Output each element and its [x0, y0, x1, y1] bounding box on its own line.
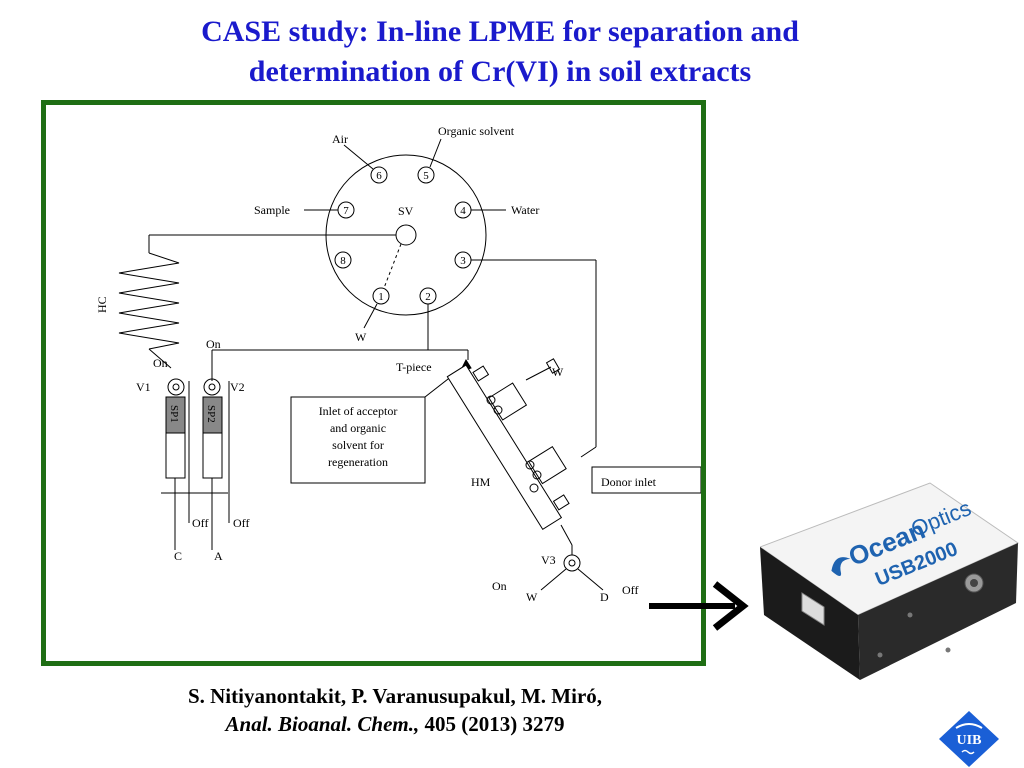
port-7-label: 7 [343, 205, 349, 217]
inlet-line-4: regeneration [328, 455, 388, 469]
citation-authors: S. Nitiyanontakit, P. Varanusupakul, M. … [187, 684, 603, 708]
air-label: Air [332, 132, 348, 146]
port-8 [334, 251, 352, 269]
organic-solvent-label: Organic solvent [438, 124, 515, 138]
on-label-v1: On [153, 356, 168, 370]
c-label: C [174, 549, 182, 563]
valve-v2 [203, 378, 221, 396]
donor-inlet-box [591, 466, 701, 494]
inlet-box [290, 396, 426, 484]
off-label-v3: Off [622, 583, 638, 597]
port-8-label: 8 [340, 255, 346, 267]
valve-v3 [563, 554, 581, 572]
inlet-line-2: and organic [330, 421, 386, 435]
slide-title: CASE study: In-line LPME for separation … [0, 12, 1000, 92]
right-arrow-icon [649, 581, 749, 631]
v1-label: V1 [136, 380, 151, 394]
off-label-right: Off [233, 516, 249, 530]
waste-label-port1: W [355, 330, 367, 344]
v3-label: V3 [541, 553, 556, 567]
holding-coil [118, 252, 180, 350]
v2-label: V2 [230, 380, 245, 394]
a-label: A [214, 549, 223, 563]
port-1 [372, 287, 390, 305]
sample-label: Sample [254, 203, 290, 217]
waste-label-v3: W [526, 590, 538, 604]
water-label: Water [511, 203, 539, 217]
logo-text: UIB [957, 733, 982, 748]
d-label-v3: D [600, 590, 609, 604]
inlet-line-3: solvent for [332, 438, 384, 452]
waste-label-hm: W [552, 365, 564, 379]
hc-label: HC [95, 296, 109, 313]
inlet-line-1: Inlet of acceptor [319, 404, 398, 418]
port-6 [370, 166, 388, 184]
on-label-v3: On [492, 579, 507, 593]
on-label-v2: On [206, 337, 221, 351]
title-line-1: CASE study: In-line LPME for separation … [201, 15, 799, 48]
t-piece-label: T-piece [396, 360, 432, 374]
hm-label: HM [471, 475, 491, 489]
sp1-label: SP1 [168, 405, 180, 423]
port-4-label: 4 [460, 205, 466, 217]
port-3-label: 3 [460, 255, 466, 267]
citation-journal: Anal. Bioanal. Chem., [225, 712, 420, 736]
port-1-label: 1 [378, 291, 384, 303]
port-5-label: 5 [423, 170, 429, 182]
off-label-left: Off [192, 516, 208, 530]
valve-center-label: SV [398, 204, 414, 218]
valve-v1 [167, 378, 185, 396]
port-6-label: 6 [376, 170, 382, 182]
sp2-label: SP2 [205, 405, 217, 423]
flow-diagram: 6 5 7 4 8 3 1 2 SV Air Organic solvent S… [95, 124, 701, 604]
citation-reference: Anal. Bioanal. Chem., 405 (2013) 3279 [0, 710, 790, 738]
uib-logo: UIB [939, 711, 999, 767]
valve-hub [395, 224, 417, 246]
diagram-frame: 6 5 7 4 8 3 1 2 SV Air Organic solvent S… [41, 100, 706, 666]
spectrometer-image: Ocean Optics USB2000 [760, 482, 1020, 680]
port-2-label: 2 [425, 291, 431, 303]
citation: S. Nitiyanontakit, P. Varanusupakul, M. … [0, 682, 790, 738]
port-5 [417, 166, 435, 184]
citation-details: 405 (2013) 3279 [419, 712, 565, 736]
donor-inlet-label: Donor inlet [601, 475, 657, 489]
title-line-2: determination of Cr(VI) in soil extracts [248, 55, 752, 88]
